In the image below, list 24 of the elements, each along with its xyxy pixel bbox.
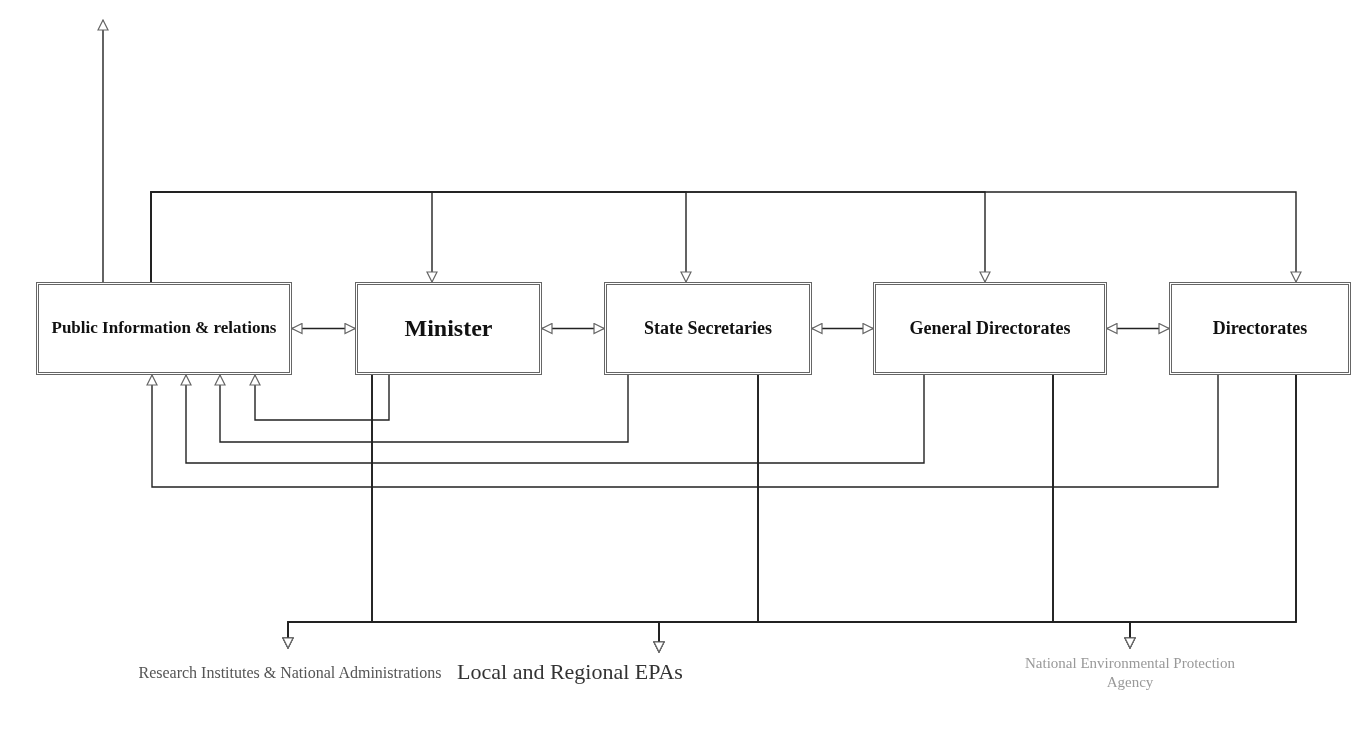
arrow — [811, 322, 874, 335]
arrow — [249, 374, 390, 421]
arrow — [291, 322, 356, 335]
arrow — [1106, 322, 1170, 335]
arrow — [1124, 374, 1297, 649]
org-box — [1169, 282, 1351, 375]
box-label: State Secretaries — [643, 316, 773, 340]
arrow — [146, 374, 1219, 488]
org-label: Local and Regional EPAs — [457, 657, 683, 686]
box-label: Minister — [404, 313, 493, 343]
arrow — [214, 374, 629, 443]
arrow — [97, 19, 109, 283]
org-label: National Environmental Protection Agency — [1024, 653, 1236, 692]
org-box — [355, 282, 542, 375]
org-box — [604, 282, 812, 375]
box-label: General Directorates — [909, 316, 1071, 340]
org-label: Research Institutes & National Administrations — [138, 662, 442, 683]
arrow — [150, 191, 1302, 283]
org-box — [36, 282, 292, 375]
box-label: Directorates — [1212, 316, 1308, 340]
box-label: Public Information & relations — [51, 317, 277, 340]
arrow — [541, 322, 605, 335]
org-box — [873, 282, 1107, 375]
arrow — [180, 374, 925, 464]
